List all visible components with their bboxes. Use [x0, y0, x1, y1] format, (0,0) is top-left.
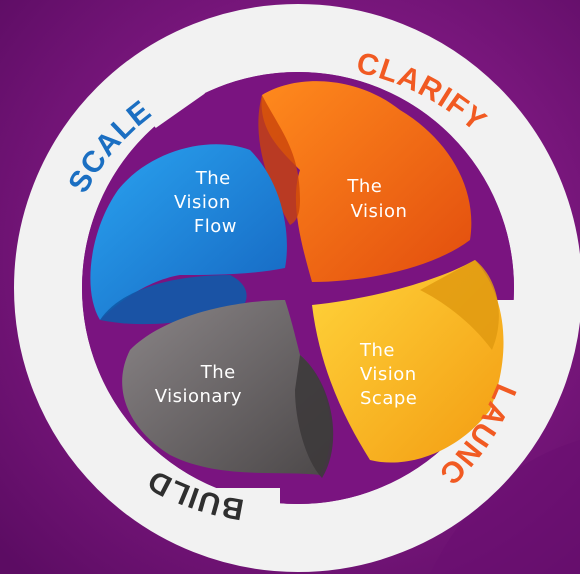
label-the-vision-line1: The: [346, 176, 382, 197]
petal-vision-orange: [261, 81, 472, 282]
label-the-visionary-line1: The: [200, 362, 236, 383]
petal-vision-flow-blue: [90, 144, 287, 320]
cycle-ring: [14, 4, 580, 572]
label-the-vision-flow-line3: Flow: [194, 216, 237, 237]
label-the-visionary: The Visionary: [155, 362, 242, 407]
label-the-vision-line2: Vision: [351, 201, 408, 222]
label-the-vision: The Vision: [346, 176, 407, 222]
petal-vision-scape-curl: [420, 260, 499, 350]
label-the-vision-scape: The Vision Scape: [359, 340, 423, 409]
petal-vision-orange-curl: [258, 95, 300, 225]
label-the-vision-scape-line1: The: [359, 340, 395, 361]
petal-visionary-gray: [122, 300, 331, 475]
ring-notch-bottom: [210, 488, 280, 528]
label-the-vision-flow-line2: Vision: [174, 192, 231, 213]
label-the-vision-flow-line1: The: [195, 168, 231, 189]
label-the-visionary-line2: Visionary: [155, 386, 242, 407]
label-the-vision-flow: The Vision Flow: [174, 168, 237, 237]
background-decoration: [430, 440, 580, 574]
label-the-vision-scape-line2: Vision: [360, 364, 417, 385]
label-the-vision-scape-line3: Scape: [360, 388, 417, 409]
ring-notch-top-left: [135, 64, 205, 128]
petal-visionary-curl: [295, 355, 334, 478]
